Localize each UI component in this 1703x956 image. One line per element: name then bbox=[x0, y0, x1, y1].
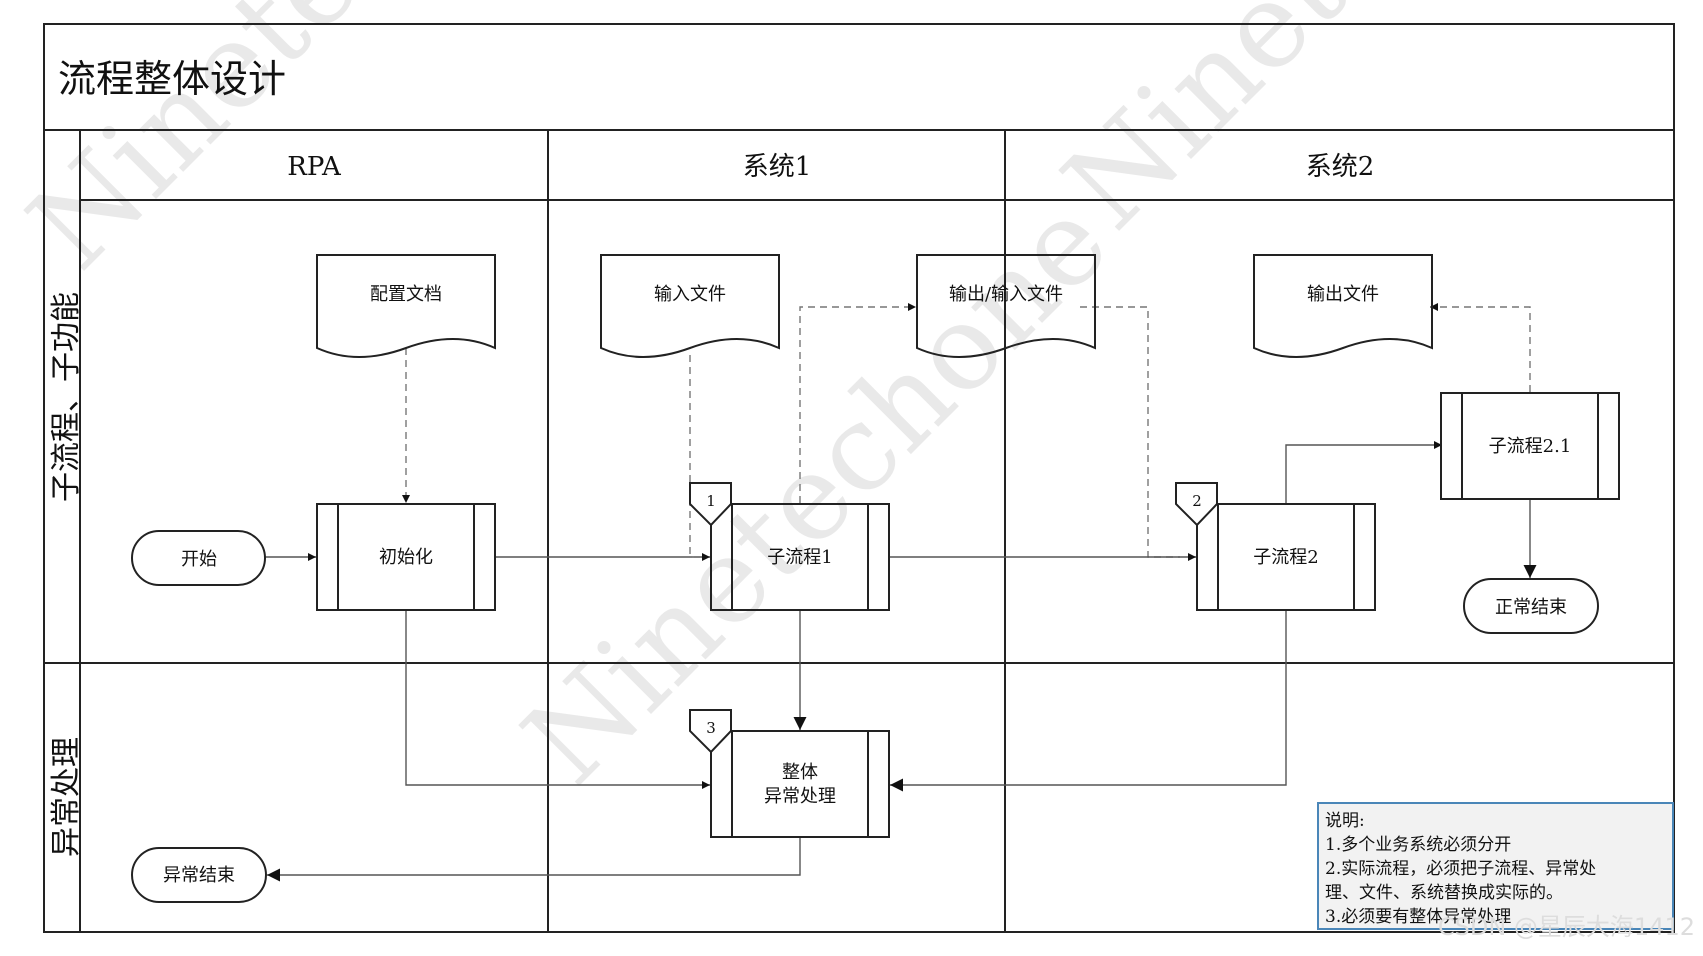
notes-line-4: 3.必须要有整体异常处理 bbox=[1325, 907, 1511, 927]
arrow-subflow2-to-exception bbox=[890, 611, 1287, 792]
lane-header-system1: 系统1 bbox=[743, 152, 812, 182]
lane-header-rpa: RPA bbox=[287, 152, 342, 182]
start-label: 开始 bbox=[181, 549, 217, 570]
watermark-text: Ninetechone bbox=[2, 0, 639, 295]
notes-box: 说明: 1.多个业务系统必须分开 2.实际流程，必须把子流程、异常处 理、文件、… bbox=[1317, 802, 1674, 930]
lane-header-system2: 系统2 bbox=[1306, 152, 1375, 182]
subflow2-label: 子流程2 bbox=[1253, 547, 1318, 568]
subflow1-label: 子流程1 bbox=[767, 547, 832, 568]
arrow-subflow1-to-iofile bbox=[799, 303, 916, 503]
normal-end-node[interactable]: 正常结束 bbox=[1463, 578, 1599, 634]
connectors bbox=[264, 303, 1537, 882]
output-file-label: 输出文件 bbox=[1307, 284, 1379, 305]
arrow-exception-to-abnormal-end bbox=[267, 838, 801, 882]
start-node[interactable]: 开始 bbox=[131, 530, 266, 586]
init-process[interactable]: 初始化 bbox=[316, 503, 496, 611]
arrow-input-to-subflow1 bbox=[689, 355, 694, 558]
badge-3: 3 bbox=[689, 709, 732, 754]
watermark-text: Ninetechone bbox=[1037, 0, 1674, 255]
subflow21-label: 子流程2.1 bbox=[1489, 436, 1572, 457]
notes-line-1: 1.多个业务系统必须分开 bbox=[1325, 835, 1511, 855]
notes-heading: 说明: bbox=[1325, 811, 1365, 831]
badge-2: 2 bbox=[1175, 482, 1218, 527]
abnormal-end-label: 异常结束 bbox=[163, 865, 235, 886]
exception-process[interactable]: 整体 异常处理 bbox=[710, 730, 890, 838]
init-label: 初始化 bbox=[379, 547, 433, 568]
input-file-document[interactable]: 输入文件 bbox=[600, 254, 780, 358]
io-file-label: 输出/输入文件 bbox=[949, 284, 1063, 305]
lane-label-subprocess: 子流程、子功能 bbox=[49, 292, 84, 502]
watermark-text: Ninetechone bbox=[497, 173, 1134, 810]
diagram-title: 流程整体设计 bbox=[58, 57, 286, 101]
subflow2-process[interactable]: 子流程2 bbox=[1196, 503, 1376, 611]
notes-line-2: 2.实际流程，必须把子流程、异常处 bbox=[1325, 859, 1596, 879]
lane-label-exception: 异常处理 bbox=[49, 737, 84, 857]
badge-3-number: 3 bbox=[706, 719, 716, 737]
badge-1: 1 bbox=[689, 482, 732, 527]
arrow-init-to-exception bbox=[405, 611, 710, 789]
exception-label-line2: 异常处理 bbox=[764, 786, 836, 807]
output-file-document[interactable]: 输出文件 bbox=[1253, 254, 1433, 358]
badge-2-number: 2 bbox=[1192, 492, 1202, 510]
input-file-label: 输入文件 bbox=[654, 284, 726, 305]
io-file-document[interactable]: 输出/输入文件 bbox=[916, 254, 1096, 358]
subflow1-process[interactable]: 子流程1 bbox=[710, 503, 890, 611]
footer-watermark: CSDN @星辰大海1412 bbox=[1438, 913, 1695, 941]
watermark-layer: Ninetechone Ninetechone Ninetechone bbox=[2, 0, 1674, 810]
normal-end-label: 正常结束 bbox=[1495, 597, 1567, 618]
arrow-subflow2-to-subflow21 bbox=[1285, 441, 1442, 503]
exception-label-line1: 整体 bbox=[782, 762, 818, 783]
badge-1-number: 1 bbox=[706, 492, 716, 510]
abnormal-end-node[interactable]: 异常结束 bbox=[131, 847, 267, 903]
config-document[interactable]: 配置文档 bbox=[316, 254, 496, 358]
diagram-frame bbox=[43, 23, 1675, 933]
swimlane-grid bbox=[43, 23, 1675, 933]
arrow-iofile-to-subflow2 bbox=[1080, 306, 1180, 558]
subflow21-process[interactable]: 子流程2.1 bbox=[1440, 392, 1620, 500]
notes-line-3: 理、文件、系统替换成实际的。 bbox=[1325, 883, 1563, 903]
arrow-subflow21-to-output bbox=[1430, 303, 1531, 392]
config-document-label: 配置文档 bbox=[370, 284, 442, 305]
